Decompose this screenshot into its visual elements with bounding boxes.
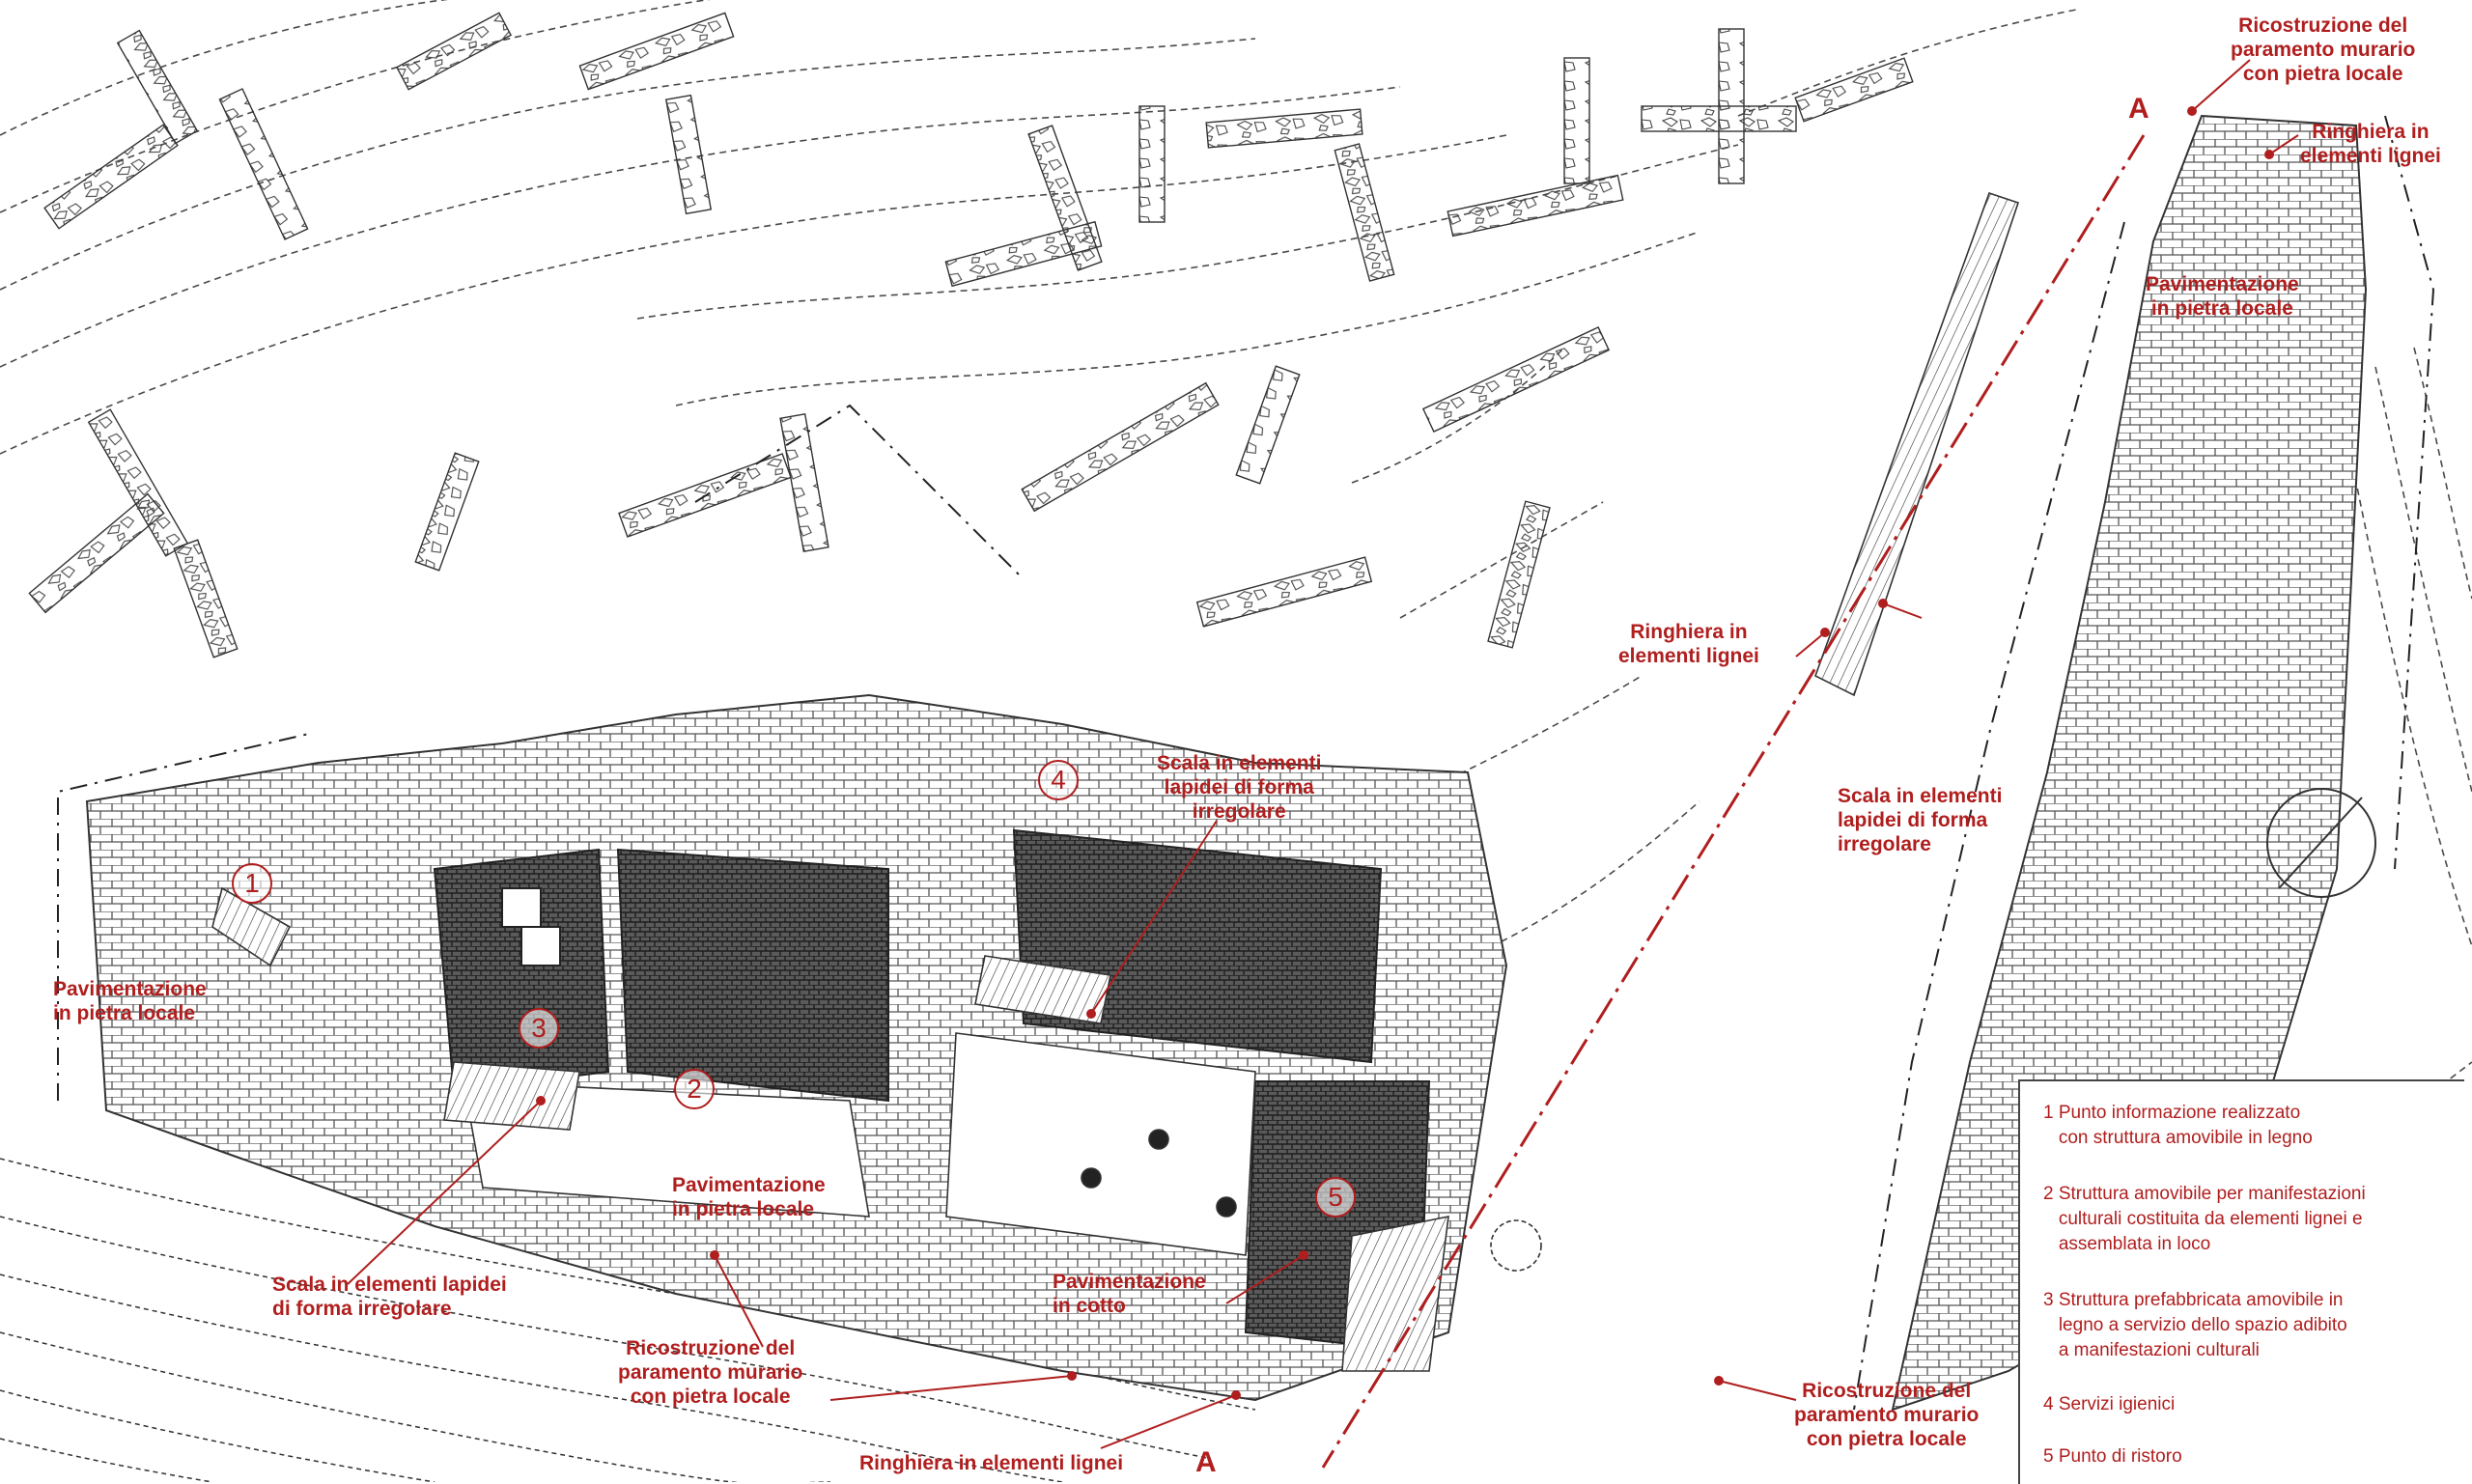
label-bottom-railing: Ringhiera in elementi lignei xyxy=(859,1452,1124,1474)
legend-item-1: 1 Punto informazione realizzato con stru… xyxy=(2043,1103,2313,1148)
marker-5: 5 xyxy=(1315,1177,1356,1218)
legend-box: 1 Punto informazione realizzato con stru… xyxy=(2018,1079,2464,1484)
label-bottom-right-wall: Ricostruzione del paramento murario con … xyxy=(1794,1380,1980,1450)
label-south-wall: Ricostruzione del paramento murario con … xyxy=(618,1337,803,1408)
marker-4: 4 xyxy=(1038,760,1079,800)
marker-2: 2 xyxy=(674,1069,715,1109)
leader-lines xyxy=(347,59,2299,1449)
label-east-stair: Scala in elementi lapidei di forma irreg… xyxy=(1838,785,2003,855)
label-center-stair: Scala in elementi lapidei di forma irreg… xyxy=(1157,752,1322,823)
label-cotto-paving: Pavimentazione in cotto xyxy=(1053,1271,1206,1317)
label-mid-railing: Ringhiera in elementi lignei xyxy=(1618,621,1759,667)
legend-item-5: 5 Punto di ristoro xyxy=(2043,1446,2182,1467)
marker-3: 3 xyxy=(519,1008,559,1049)
label-top-right-railing: Ringhiera in elementi lignei xyxy=(2300,121,2441,167)
north-arrow xyxy=(2266,788,2376,898)
legend-item-4: 4 Servizi igienici xyxy=(2043,1394,2176,1414)
marker-1: 1 xyxy=(232,863,272,904)
stairs xyxy=(211,191,2020,1372)
leader-dots xyxy=(536,106,2274,1400)
section-line-a xyxy=(1321,134,2146,1469)
legend-item-3: 3 Struttura prefabbricata amovibile in l… xyxy=(2043,1290,2347,1360)
boundary-lines xyxy=(57,115,2435,1411)
label-top-right-wall: Ricostruzione del paramento murario con … xyxy=(2231,14,2416,85)
section-marker-bottom: A xyxy=(1195,1446,1217,1478)
label-east-paving: Pavimentazione in pietra locale xyxy=(2146,273,2299,320)
label-south-paving: Pavimentazione in pietra locale xyxy=(672,1174,826,1220)
label-west-paving: Pavimentazione in pietra locale xyxy=(53,978,207,1024)
label-south-stair: Scala in elementi lapidei di forma irreg… xyxy=(272,1274,507,1320)
section-marker-top: A xyxy=(2128,93,2149,125)
ruin-walls xyxy=(28,12,1914,658)
legend-item-2: 2 Struttura amovibile per manifestazioni… xyxy=(2043,1184,2366,1254)
